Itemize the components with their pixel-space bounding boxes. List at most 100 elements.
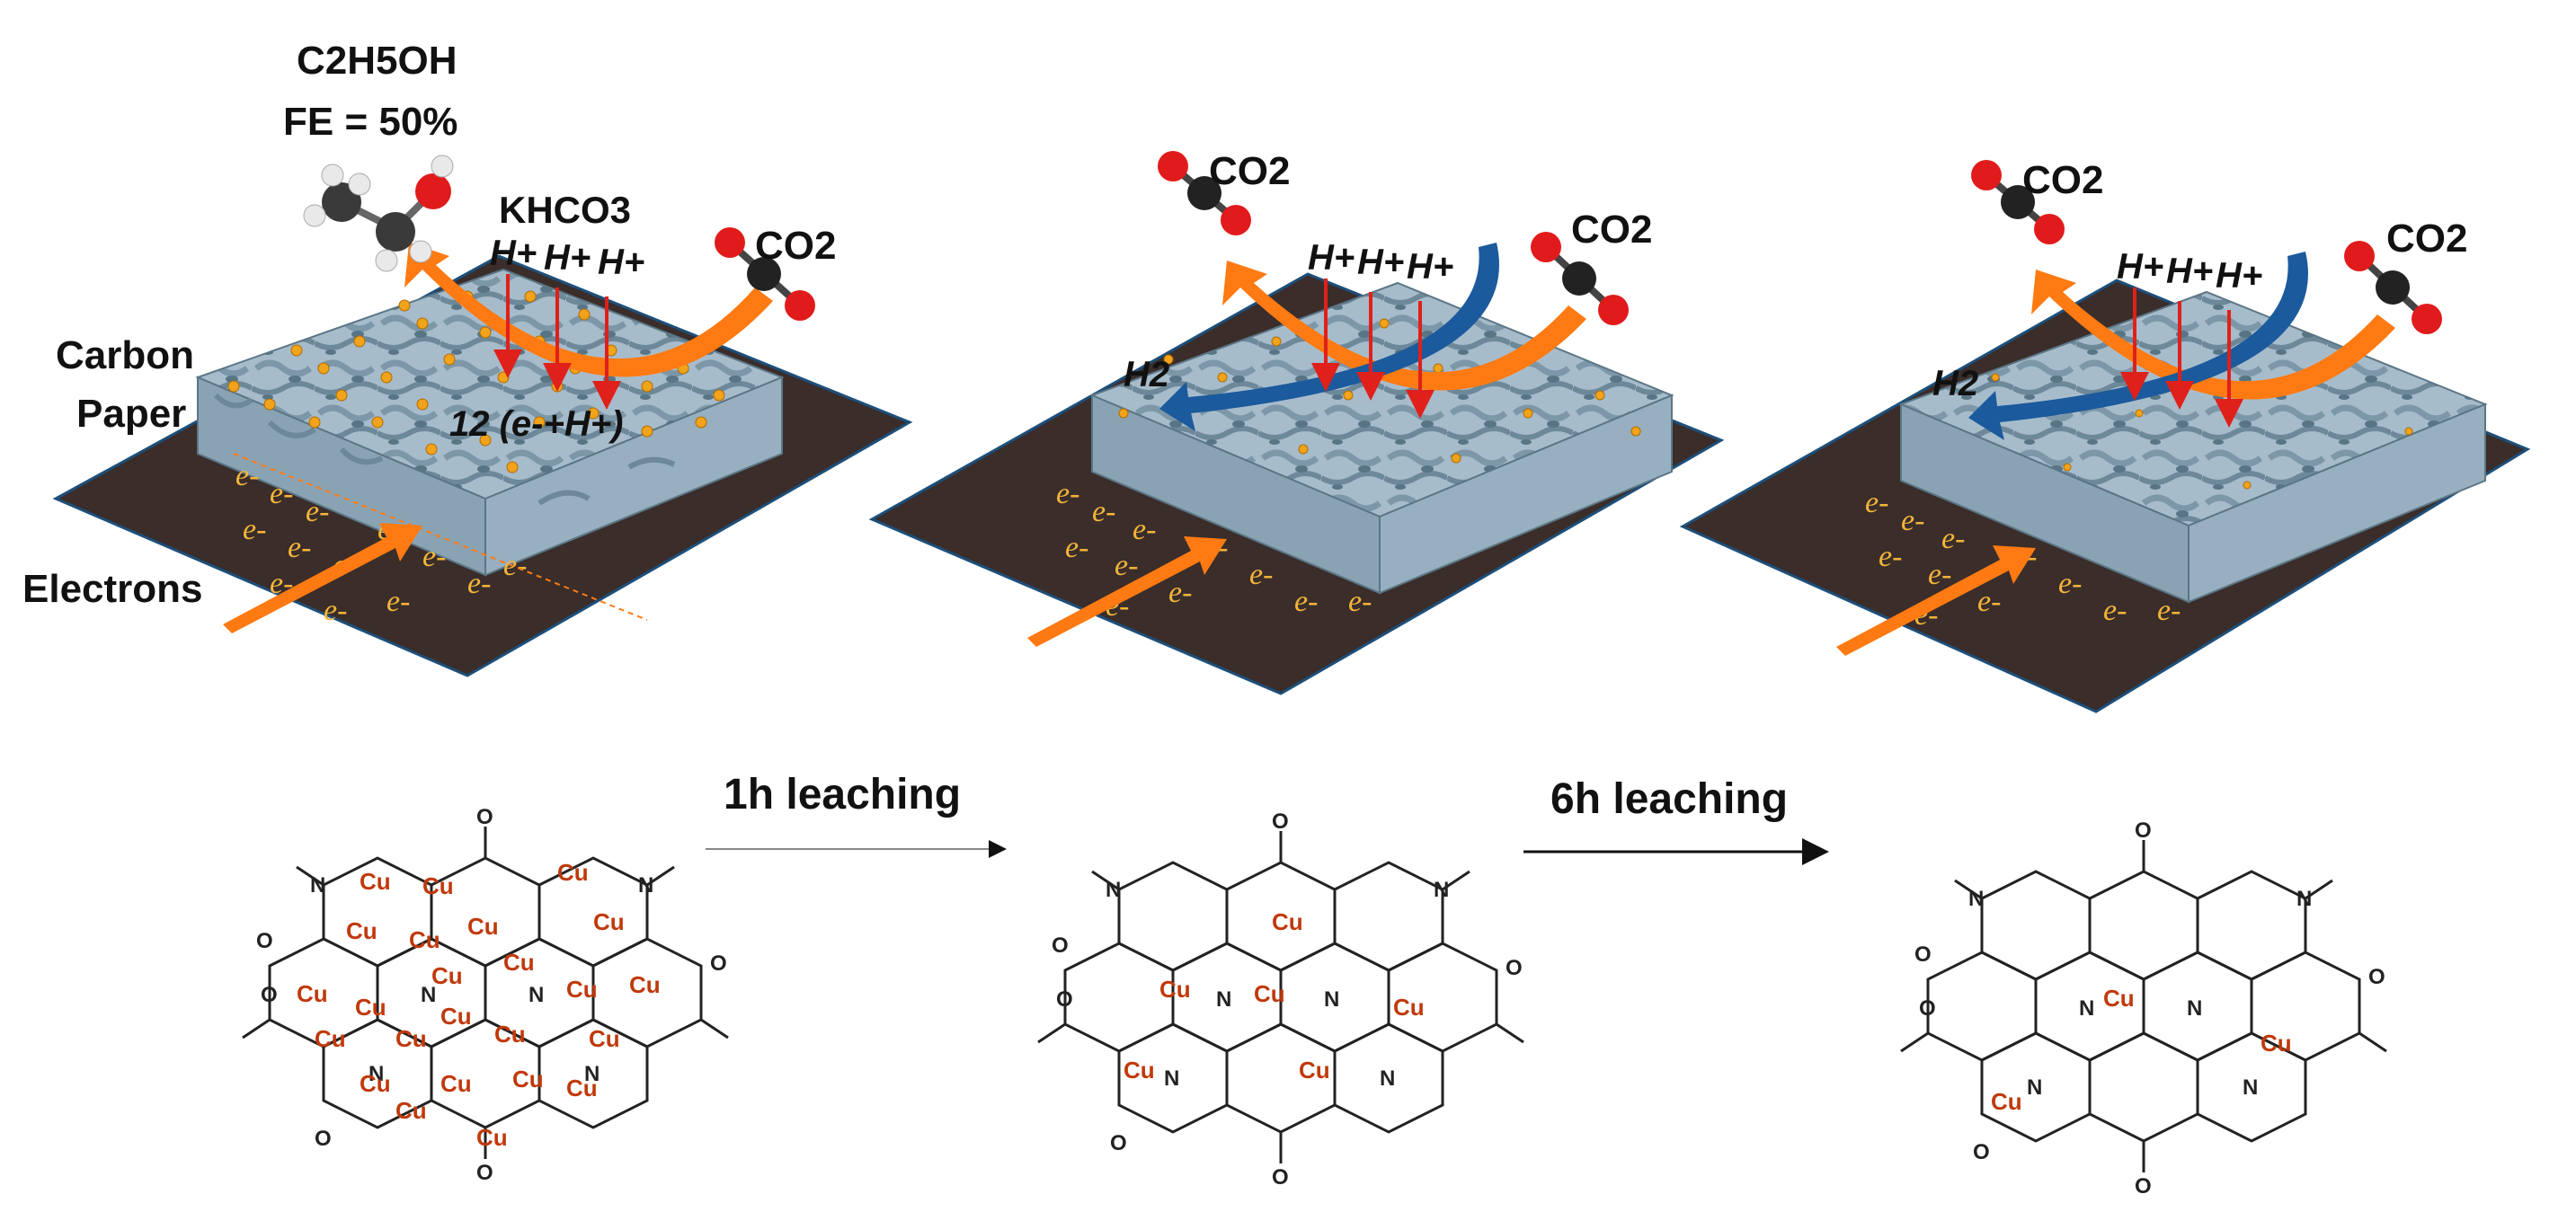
proton-labels: H+ H+ H+ (1308, 238, 1453, 287)
svg-text:Cu: Cu (1159, 976, 1191, 1003)
svg-text:H+: H+ (1308, 238, 1355, 278)
svg-text:O: O (476, 1161, 493, 1185)
svg-text:e-: e- (2058, 567, 2082, 600)
svg-text:Cu: Cu (1272, 908, 1303, 935)
electron-flow-arrow (1027, 536, 1227, 647)
co2-reduction-arrow (2031, 270, 2395, 400)
svg-text:Cu: Cu (566, 1075, 598, 1101)
cu-labels: Cu Cu Cu Cu Cu Cu Cu Cu Cu Cu Cu Cu Cu C… (297, 859, 661, 1151)
co2-molecule-right: CO2 (2344, 217, 2467, 334)
svg-text:Cu: Cu (360, 1070, 391, 1097)
svg-text:Cu: Cu (395, 1025, 427, 1052)
svg-text:N: N (2027, 1075, 2042, 1100)
svg-text:H+: H+ (544, 238, 591, 278)
svg-text:Cu: Cu (422, 872, 454, 899)
svg-text:e-: e- (1928, 558, 1951, 591)
framework-structure-1h: O N N N N N N O O O O O Cu Cu Cu Cu Cu C… (1037, 809, 1524, 1190)
svg-text:O: O (2135, 1174, 2152, 1199)
framework-structure-pristine: O O N N N N N N O O O O Cu Cu Cu Cu Cu C… (242, 805, 729, 1185)
svg-text:e-: e- (235, 459, 259, 492)
svg-text:Cu: Cu (1991, 1088, 2022, 1115)
svg-text:CO2: CO2 (1571, 208, 1652, 252)
svg-text:Cu: Cu (431, 962, 463, 989)
svg-text:e-: e- (243, 513, 266, 546)
svg-text:N: N (638, 873, 653, 898)
svg-text:O: O (261, 983, 278, 1007)
svg-text:O: O (1919, 996, 1936, 1021)
svg-text:e-: e- (422, 540, 446, 573)
svg-text:e-: e- (386, 585, 410, 618)
leaching-step-1: 1h leaching (706, 771, 1007, 858)
svg-text:N: N (529, 983, 544, 1007)
co2-molecule-left: CO2 (1158, 149, 1290, 235)
svg-text:Cu: Cu (1254, 980, 1285, 1007)
svg-text:Cu: Cu (440, 1003, 472, 1030)
svg-text:N: N (1106, 878, 1121, 902)
svg-text:e-: e- (1092, 495, 1115, 528)
svg-text:O: O (2368, 965, 2385, 989)
svg-text:Cu: Cu (346, 917, 378, 944)
ethanol-molecule (303, 155, 454, 272)
svg-text:Cu: Cu (467, 913, 499, 940)
svg-text:H+: H+ (2166, 252, 2213, 291)
svg-text:H+: H+ (598, 243, 644, 282)
svg-text:Cu: Cu (355, 994, 386, 1021)
svg-text:e-: e- (1941, 522, 1965, 555)
carbon-paper-label-1: Carbon (56, 333, 194, 377)
svg-text:1h leaching: 1h leaching (724, 771, 961, 818)
svg-text:N: N (1324, 987, 1339, 1012)
svg-text:CO2: CO2 (755, 224, 836, 268)
svg-text:Cu: Cu (2103, 985, 2135, 1012)
svg-text:O: O (1973, 1140, 1990, 1164)
svg-text:H+: H+ (1357, 243, 1404, 282)
svg-text:Cu: Cu (315, 1025, 346, 1052)
svg-text:e-: e- (1115, 549, 1138, 582)
svg-text:O: O (710, 951, 727, 976)
svg-text:6h leaching: 6h leaching (1550, 775, 1788, 823)
hydrogen-label: H2 (1124, 355, 1169, 394)
svg-text:Cu: Cu (1393, 994, 1425, 1021)
svg-text:e-: e- (324, 594, 347, 627)
svg-text:Cu: Cu (494, 1021, 526, 1048)
svg-text:N: N (1434, 878, 1449, 902)
svg-text:Cu: Cu (395, 1097, 427, 1124)
co2-to-ethanol-arrow (404, 243, 773, 377)
svg-text:O: O (1056, 987, 1073, 1012)
svg-text:O: O (1914, 942, 1932, 967)
svg-text:Cu: Cu (409, 926, 440, 953)
svg-text:N: N (1968, 887, 1984, 911)
electron-flow-arrow (223, 523, 422, 633)
svg-text:e-: e- (1249, 558, 1273, 591)
cu-labels: Cu Cu Cu Cu Cu Cu (1124, 908, 1425, 1084)
leaching-step-2: 6h leaching (1523, 775, 1829, 865)
svg-text:H+: H+ (1407, 247, 1453, 287)
co2-molecule-right: CO2 (1531, 208, 1652, 325)
svg-text:N: N (2243, 1075, 2258, 1100)
co2-reduction-arrow (1222, 261, 1586, 391)
svg-text:e-: e- (288, 531, 311, 564)
hydrogen-label: H2 (1932, 364, 1978, 403)
svg-text:Cu: Cu (593, 908, 625, 935)
svg-text:e-: e- (2103, 594, 2127, 627)
svg-text:e-: e- (503, 549, 527, 582)
svg-text:N: N (421, 983, 436, 1007)
proton-arrows (1311, 279, 1435, 419)
svg-text:O: O (1052, 933, 1069, 958)
svg-text:e-: e- (1168, 576, 1192, 609)
svg-text:e-: e- (1977, 585, 2001, 618)
svg-text:Cu: Cu (440, 1070, 472, 1097)
svg-text:O: O (2135, 818, 2152, 843)
svg-text:Cu: Cu (360, 868, 391, 895)
h2-evolution-arrow (1968, 252, 2308, 440)
svg-text:N: N (1380, 1066, 1395, 1091)
cu-particles (1118, 318, 1641, 464)
svg-text:Cu: Cu (476, 1124, 508, 1151)
reaction-count-label: 12 (e-+H+) (449, 404, 623, 444)
svg-text:N: N (369, 1062, 384, 1086)
faradaic-efficiency: FE = 50% (283, 100, 457, 144)
svg-text:H+: H+ (490, 234, 537, 273)
svg-text:e-: e- (1879, 540, 1902, 573)
co2-molecule: CO2 (715, 224, 836, 321)
electrons-label: Electrons (22, 567, 203, 611)
svg-text:H+: H+ (2216, 256, 2262, 296)
